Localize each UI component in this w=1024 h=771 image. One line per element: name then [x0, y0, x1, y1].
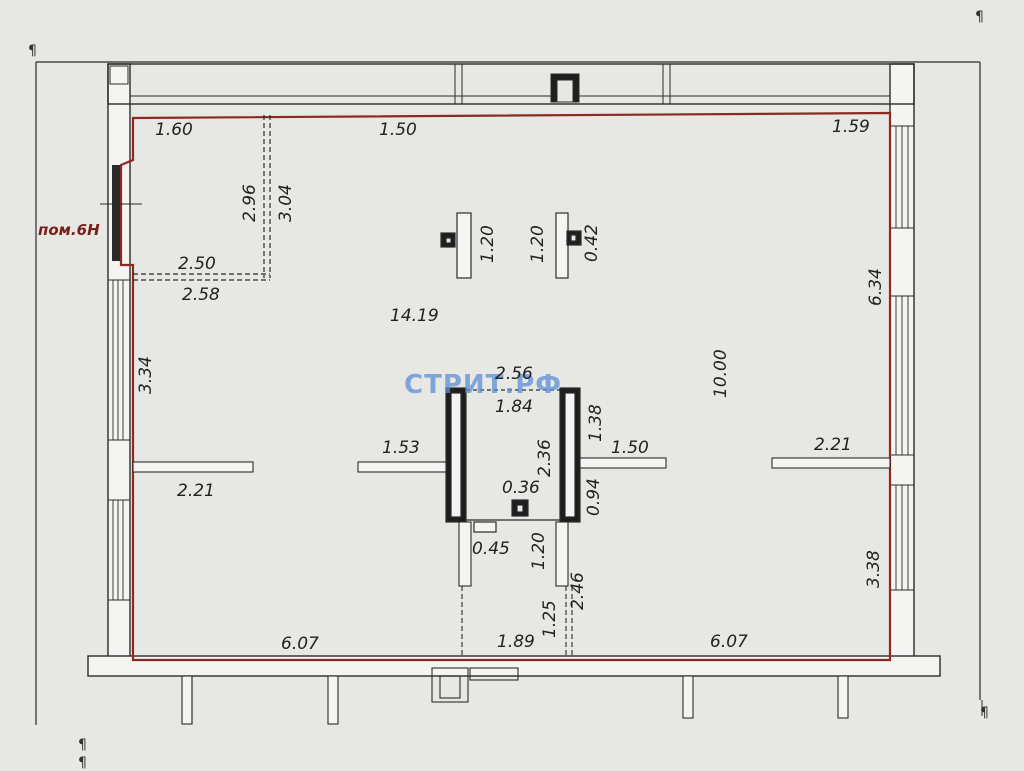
dim-core-height: 2.36 — [535, 439, 555, 477]
entrance-door — [100, 165, 142, 261]
paragraph-mark: ¶ — [78, 755, 87, 771]
dim-lower-small: 0.45 — [472, 539, 510, 559]
dim-core-right-lower: 0.94 — [584, 478, 604, 516]
dim-partition-right-center: 1.50 — [611, 438, 649, 458]
dim-lower-gap1: 1.25 — [540, 600, 560, 638]
left-windows — [108, 279, 130, 601]
dim-column2-w: 0.42 — [582, 224, 602, 262]
dim-bottom-center: 1.89 — [497, 632, 535, 652]
paragraph-mark: ¶ — [78, 737, 87, 753]
central-core — [445, 387, 581, 533]
paragraph-mark: ¶ — [28, 43, 37, 59]
paragraph-mark: ¶ — [980, 705, 989, 721]
dim-core-inner-w: 1.84 — [495, 397, 533, 417]
dim-small-room-w1: 2.50 — [178, 254, 216, 274]
dim-main-span: 14.19 — [390, 306, 439, 326]
dim-partition-right: 2.21 — [814, 435, 852, 455]
right-windows — [890, 125, 914, 591]
partitions — [132, 457, 891, 587]
small-room-partition — [133, 115, 271, 281]
dim-bottom-right: 6.07 — [710, 632, 748, 652]
dim-bottom-left: 6.07 — [281, 634, 319, 654]
bottom-openings — [181, 667, 849, 725]
paragraph-mark: ¶ — [975, 9, 984, 25]
dim-small-room-w2: 2.58 — [182, 285, 220, 305]
column-2 — [555, 212, 582, 279]
dim-column1-h: 1.20 — [478, 225, 498, 263]
dim-core-outer-w: 2.56 — [495, 364, 533, 384]
dim-top-right: 1.59 — [832, 117, 870, 137]
dim-left-mid: 3.34 — [136, 356, 156, 394]
dim-lower-col-h: 1.20 — [529, 532, 549, 570]
dim-right-upper: 6.34 — [866, 268, 886, 306]
dim-partition-left: 2.21 — [177, 481, 215, 501]
dim-main-depth: 10.00 — [711, 349, 731, 398]
dim-core-small: 0.36 — [502, 478, 540, 498]
sheet-frame — [35, 61, 981, 725]
top-openings — [109, 64, 890, 104]
dim-core-right-upper: 1.38 — [586, 404, 606, 442]
watermark: СТРИТ.РФ — [404, 370, 563, 400]
dim-top-left: 1.60 — [155, 120, 193, 140]
dim-lower-gap2: 2.46 — [568, 572, 588, 610]
dim-small-room-h1: 2.96 — [240, 184, 260, 222]
lower-dashed-lines — [461, 586, 573, 656]
column-1 — [440, 212, 472, 279]
dim-small-room-h2: 3.04 — [276, 184, 296, 222]
dim-right-lower: 3.38 — [864, 550, 884, 588]
dim-column2-h: 1.20 — [528, 225, 548, 263]
dim-partition-left-center: 1.53 — [382, 438, 420, 458]
room-outline — [119, 111, 892, 662]
room-label: пом.6Н — [38, 221, 100, 239]
dim-top-center: 1.50 — [379, 120, 417, 140]
